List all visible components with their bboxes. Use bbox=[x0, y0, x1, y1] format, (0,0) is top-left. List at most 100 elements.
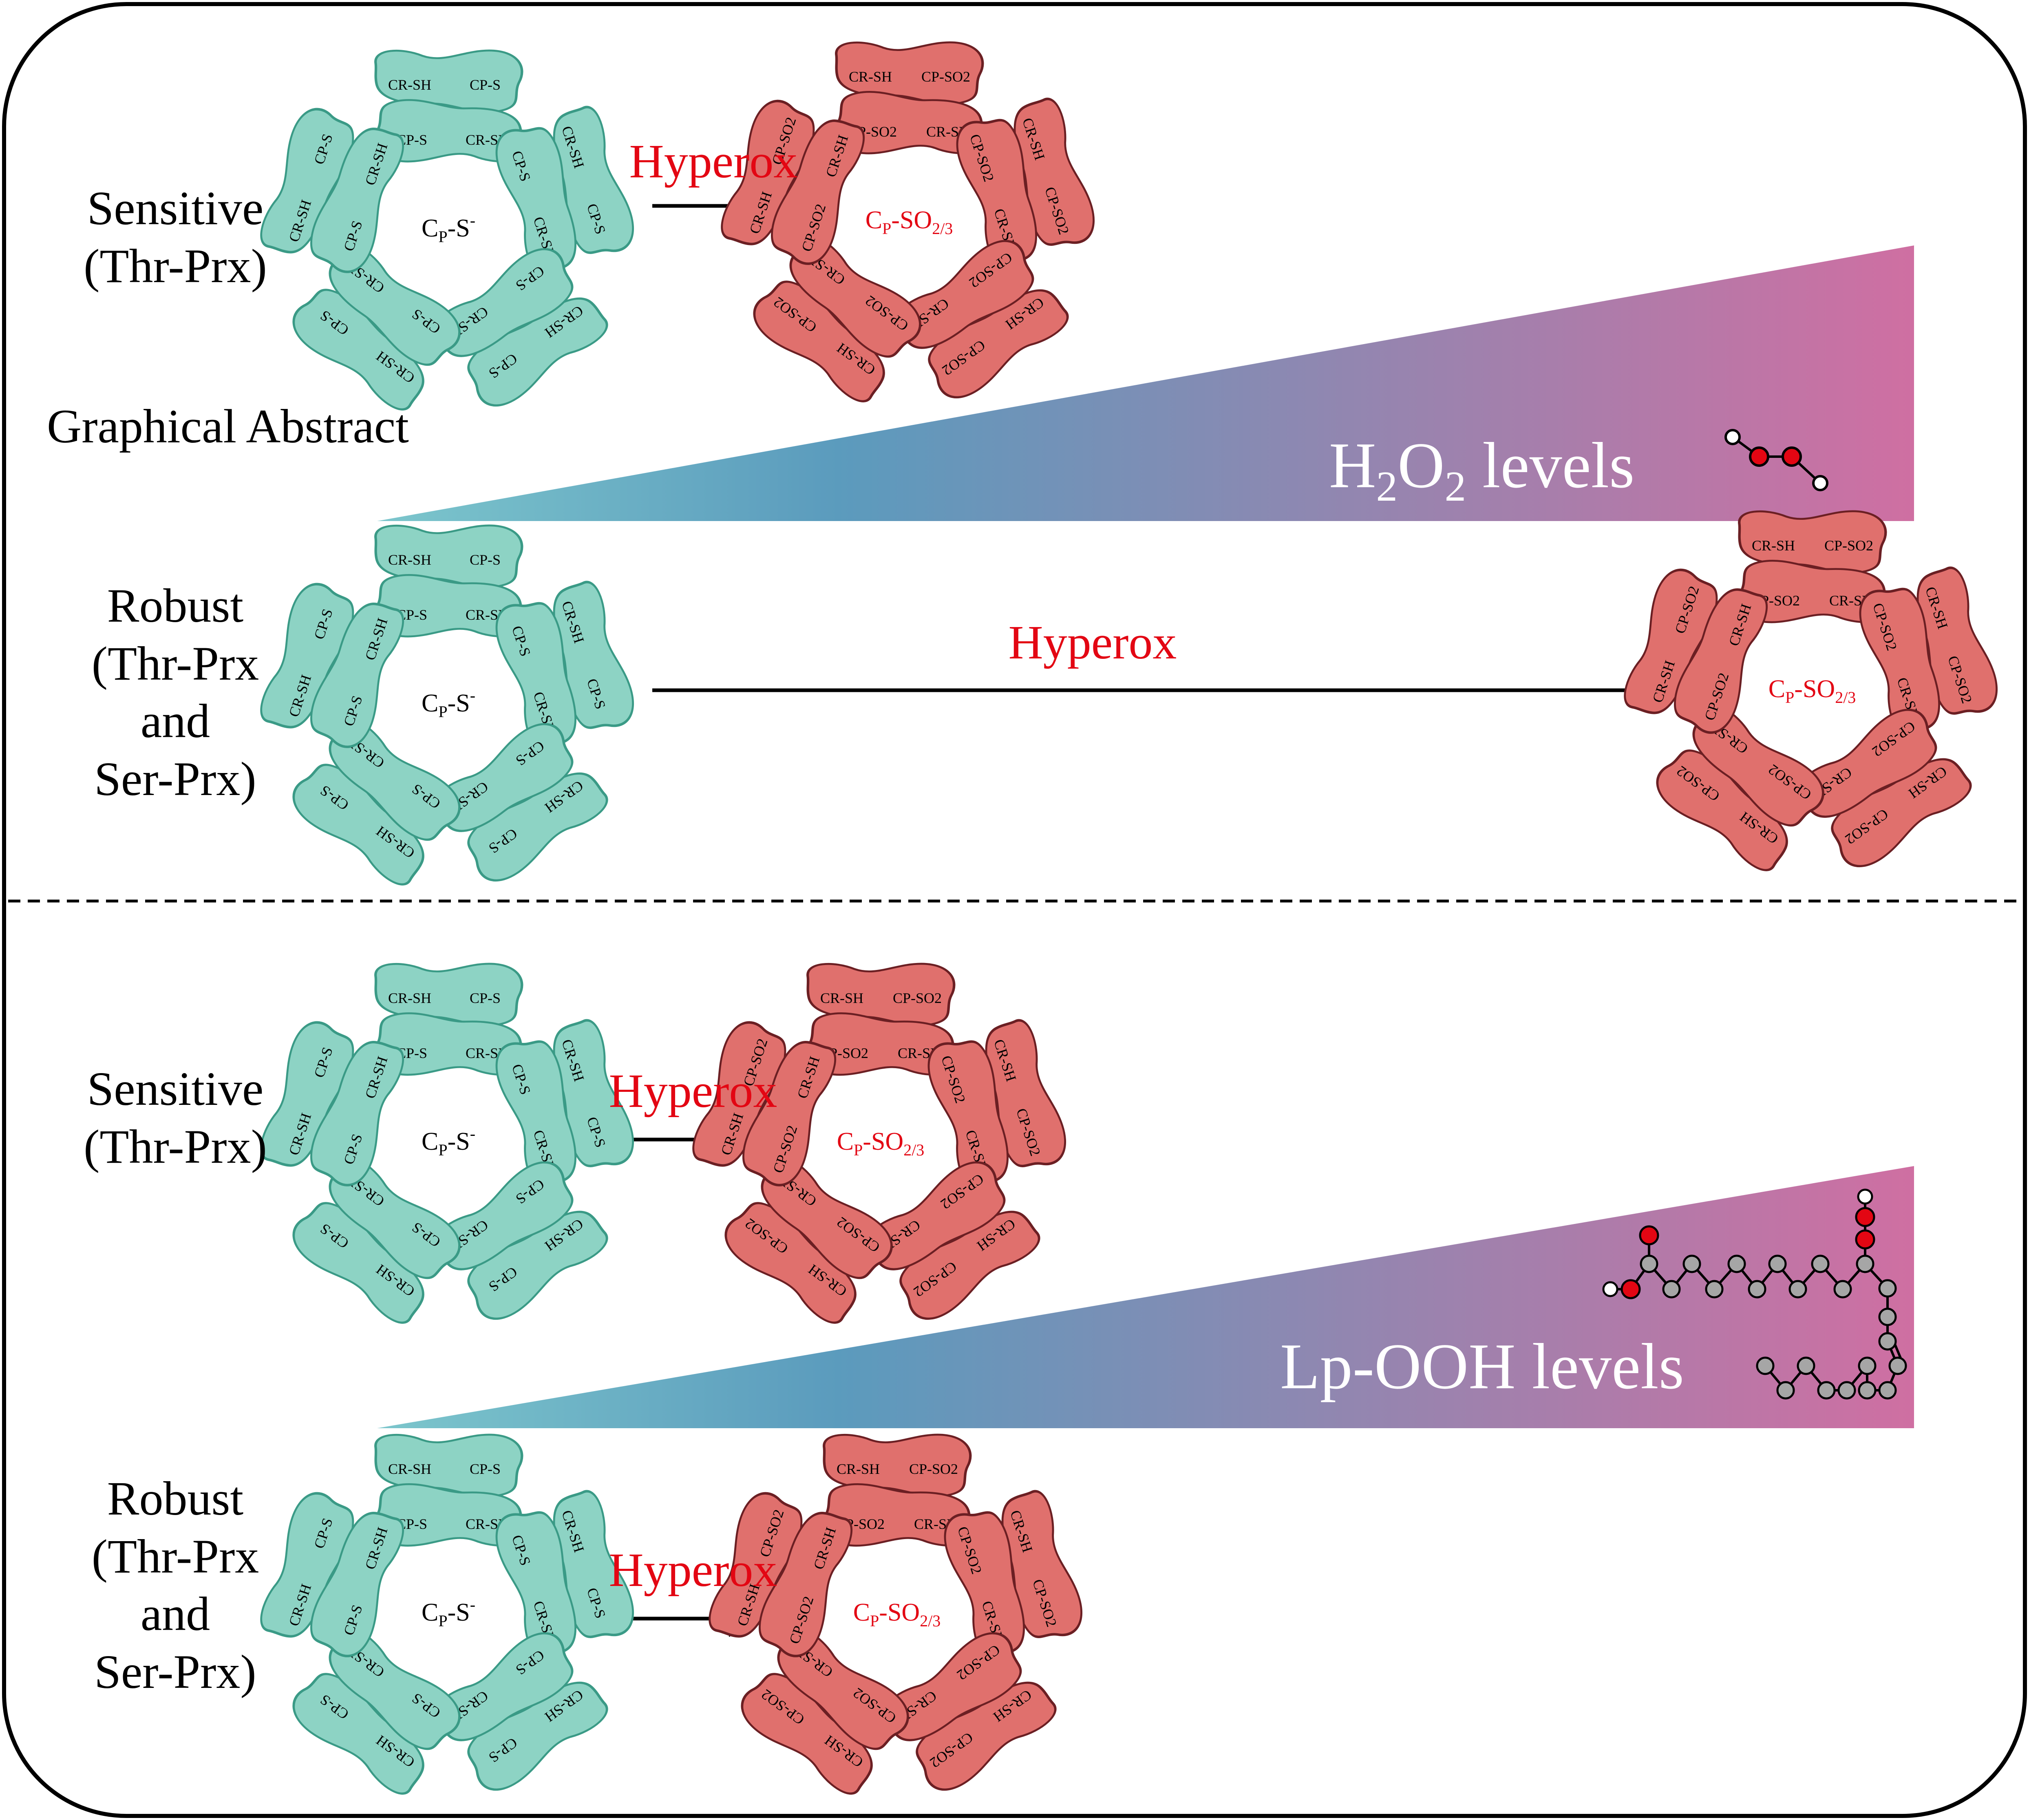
prx-monomer bbox=[777, 1628, 909, 1750]
prx-monomer bbox=[374, 1433, 523, 1498]
prx-monomer bbox=[374, 49, 523, 113]
site-label: CR-SH bbox=[388, 990, 431, 1006]
top-robust-line3: and bbox=[140, 694, 210, 748]
prx-subunit-shape bbox=[260, 108, 354, 254]
h2o2-prefix: H bbox=[1329, 429, 1376, 501]
hyperox-top-sensitive: Hyperox bbox=[629, 135, 798, 188]
prx-subunit-shape bbox=[742, 1041, 837, 1186]
prx-monomer bbox=[1859, 588, 1940, 736]
prx-subunit-shape bbox=[1796, 709, 1937, 818]
prx-subunit-shape bbox=[329, 244, 461, 366]
prx-subunit-shape bbox=[893, 240, 1034, 349]
prx-monomer bbox=[761, 1157, 893, 1279]
site-label: CR-SH bbox=[388, 77, 431, 93]
prx-monomer bbox=[823, 1433, 972, 1498]
h2o2-mid: O bbox=[1398, 429, 1445, 501]
prx-monomer bbox=[899, 1210, 1040, 1320]
prx-monomer bbox=[1674, 588, 1768, 734]
prx-monomer bbox=[758, 1512, 853, 1657]
prx-monomer bbox=[724, 1202, 857, 1324]
lpooh-gradient-wedge bbox=[377, 1166, 1914, 1428]
prx-subunit-shape bbox=[692, 1021, 786, 1167]
prx-monomer bbox=[329, 1628, 461, 1750]
prx-subunit-shape bbox=[495, 1511, 576, 1659]
prx-monomer bbox=[433, 723, 574, 832]
hyperox-bottom-sensitive: Hyperox bbox=[609, 1064, 777, 1118]
site-label: CP-SO2 bbox=[1824, 537, 1873, 554]
prx-subunit-shape bbox=[1916, 566, 1998, 715]
ring-center-label: CP-S- bbox=[422, 1595, 475, 1630]
site-label: CP-S bbox=[470, 77, 501, 93]
site-label: CR-SH bbox=[820, 990, 863, 1006]
prx-monomer bbox=[721, 99, 815, 245]
prx-monomer bbox=[329, 1157, 461, 1279]
prx-subunit-shape bbox=[753, 281, 885, 402]
bottom-robust-line4: Ser-Prx) bbox=[94, 1645, 256, 1699]
prx-monomer bbox=[692, 1021, 786, 1167]
hyperox-top-robust: Hyperox bbox=[1008, 616, 1177, 669]
prx-monomer bbox=[329, 244, 461, 366]
site-label: CR-SH bbox=[849, 68, 892, 85]
prx-monomer bbox=[292, 1673, 424, 1795]
prx-subunit-shape bbox=[724, 1202, 857, 1324]
prx-subunit-shape bbox=[467, 297, 608, 407]
prx-monomer bbox=[260, 1021, 354, 1167]
prx-subunit-shape bbox=[373, 99, 523, 163]
hyperox-bottom-robust: Hyperox bbox=[609, 1543, 777, 1597]
prx-subunit-shape bbox=[373, 1483, 523, 1547]
prx-subunit-shape bbox=[721, 99, 815, 245]
prx-subunit-shape bbox=[292, 1673, 424, 1795]
bottom-sensitive-line2: (Thr-Prx) bbox=[84, 1120, 267, 1173]
prx-subunit-shape bbox=[758, 1512, 853, 1657]
prx-subunit-shape bbox=[292, 289, 424, 411]
top-sensitive-label: Sensitive (Thr-Prx) bbox=[61, 179, 289, 295]
site-label: CP-S bbox=[470, 990, 501, 1006]
prx-monomer bbox=[822, 1483, 971, 1547]
prx-monomer bbox=[310, 128, 404, 273]
prx-monomer bbox=[467, 1210, 608, 1320]
prx-monomer bbox=[985, 1019, 1066, 1167]
prx-subunit-shape bbox=[771, 119, 865, 265]
prx-subunit-shape bbox=[916, 1681, 1057, 1791]
prx-monomer bbox=[944, 1511, 1025, 1659]
prx-monomer bbox=[1624, 568, 1718, 714]
site-label: CR-SH bbox=[837, 1461, 880, 1477]
prx-monomer bbox=[789, 236, 921, 358]
prx-subunit-shape bbox=[467, 772, 608, 882]
prx-subunit-shape bbox=[553, 581, 634, 729]
prx-monomer bbox=[1656, 749, 1788, 871]
h2o2-sub1: 2 bbox=[1376, 462, 1398, 510]
prx-subunit-shape bbox=[433, 1632, 574, 1741]
ring-center-label: CP-SO2/3 bbox=[1768, 675, 1856, 707]
top-robust-label: Robust (Thr-Prx and Ser-Prx) bbox=[61, 577, 289, 808]
prx-subunit-shape bbox=[260, 1492, 354, 1638]
top-robust-line1: Robust bbox=[107, 579, 244, 632]
prx-subunit-shape bbox=[899, 1210, 1040, 1320]
site-label: CP-S bbox=[470, 1461, 501, 1477]
prx-monomer bbox=[742, 1041, 837, 1186]
prx-subunit-shape bbox=[789, 236, 921, 358]
prx-monomer bbox=[467, 772, 608, 882]
prx-monomer bbox=[806, 963, 956, 1027]
prx-subunit-shape bbox=[495, 602, 576, 750]
ring-center-label: CP-SO2/3 bbox=[853, 1599, 941, 1630]
prx-subunit-shape bbox=[823, 1433, 972, 1498]
prx-monomer bbox=[495, 127, 576, 275]
